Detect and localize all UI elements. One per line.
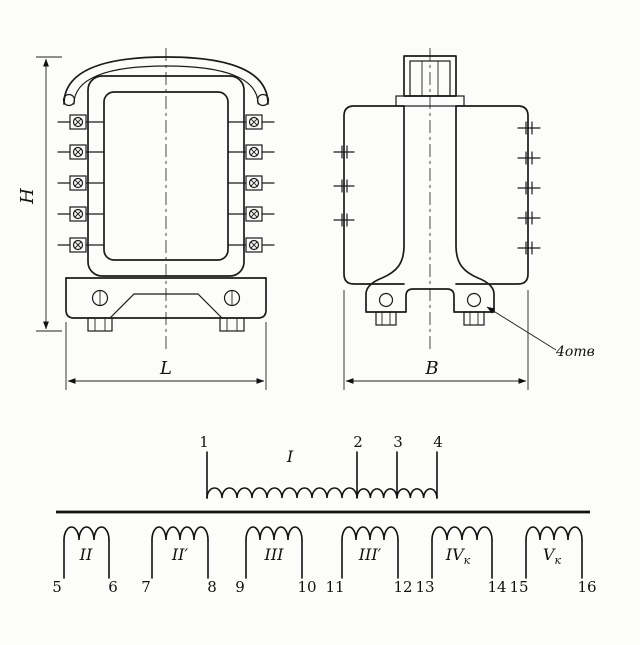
terminal-number: 8 [207, 578, 217, 596]
terminal-number: 7 [141, 578, 151, 596]
terminal-ticks-right [517, 121, 541, 255]
screw [227, 206, 275, 222]
screw [57, 144, 105, 160]
secondary-winding-II-prime: II′ 7 8 [141, 526, 217, 596]
front-view: H L [17, 48, 275, 390]
terminal-number: 14 [487, 578, 506, 596]
screw [227, 144, 275, 160]
winding-label: II [79, 545, 93, 564]
center-column-feet [365, 105, 495, 326]
terminal-number: 2 [353, 433, 363, 451]
dim-B-label: В [424, 358, 438, 379]
side-view: В 4отв [333, 48, 595, 390]
secondary-winding-III: III 9 10 [235, 526, 317, 596]
winding-schematic: 1 2 3 4 I II 5 6 II′ 7 8 [52, 433, 596, 596]
primary-winding-label: I [286, 447, 294, 466]
terminal-number: 10 [297, 578, 316, 596]
screw [227, 237, 275, 253]
winding-label: III′ [358, 545, 382, 564]
terminal-number: 4 [433, 433, 443, 451]
dim-L-label: L [159, 358, 172, 379]
dimension-H: H [17, 56, 62, 332]
terminal-number: 3 [393, 433, 403, 451]
winding-label: II′ [171, 545, 189, 564]
coil-top-end [395, 55, 465, 107]
terminal-number: 15 [509, 578, 528, 596]
mounting-hole-right [466, 292, 482, 308]
screw [57, 237, 105, 253]
terminal-number: 13 [415, 578, 434, 596]
mounting-strap [62, 56, 270, 107]
terminal-number: 6 [108, 578, 118, 596]
mounting-hole-left [378, 292, 394, 308]
screw [227, 175, 275, 191]
holes-note-label: 4отв [555, 344, 595, 360]
screw [57, 206, 105, 222]
winding-label: III [264, 545, 285, 564]
screw [57, 114, 105, 130]
holes-callout: 4отв [486, 306, 595, 360]
terminal-number: 12 [393, 578, 412, 596]
secondary-winding-Vk: Vк 15 16 [509, 526, 597, 596]
coil-front [87, 75, 245, 277]
secondary-winding-IVk: IVк 13 14 [415, 526, 507, 596]
terminal-screws-left [57, 114, 105, 253]
base-bracket [65, 277, 267, 332]
screw [57, 175, 105, 191]
terminal-number: 9 [235, 578, 245, 596]
dimension-B: В [343, 290, 529, 390]
terminal-number: 1 [199, 433, 209, 451]
dimension-L: L [65, 322, 267, 390]
winding-label: Vк [543, 545, 562, 567]
terminal-screws-right [227, 114, 275, 253]
secondary-winding-II: II 5 6 [52, 526, 118, 596]
terminal-number: 5 [52, 578, 62, 596]
terminal-number: 16 [577, 578, 596, 596]
screw [227, 114, 275, 130]
lamination-left-block [343, 105, 405, 285]
secondary-winding-III-prime: III′ 11 12 [325, 526, 413, 596]
dim-H-label: H [17, 188, 38, 205]
terminal-number: 11 [325, 578, 344, 596]
terminal-ticks-left [333, 145, 355, 227]
winding-label: IVк [445, 545, 471, 567]
primary-winding: 1 2 3 4 I [199, 433, 443, 499]
lamination-right-block [455, 105, 529, 285]
